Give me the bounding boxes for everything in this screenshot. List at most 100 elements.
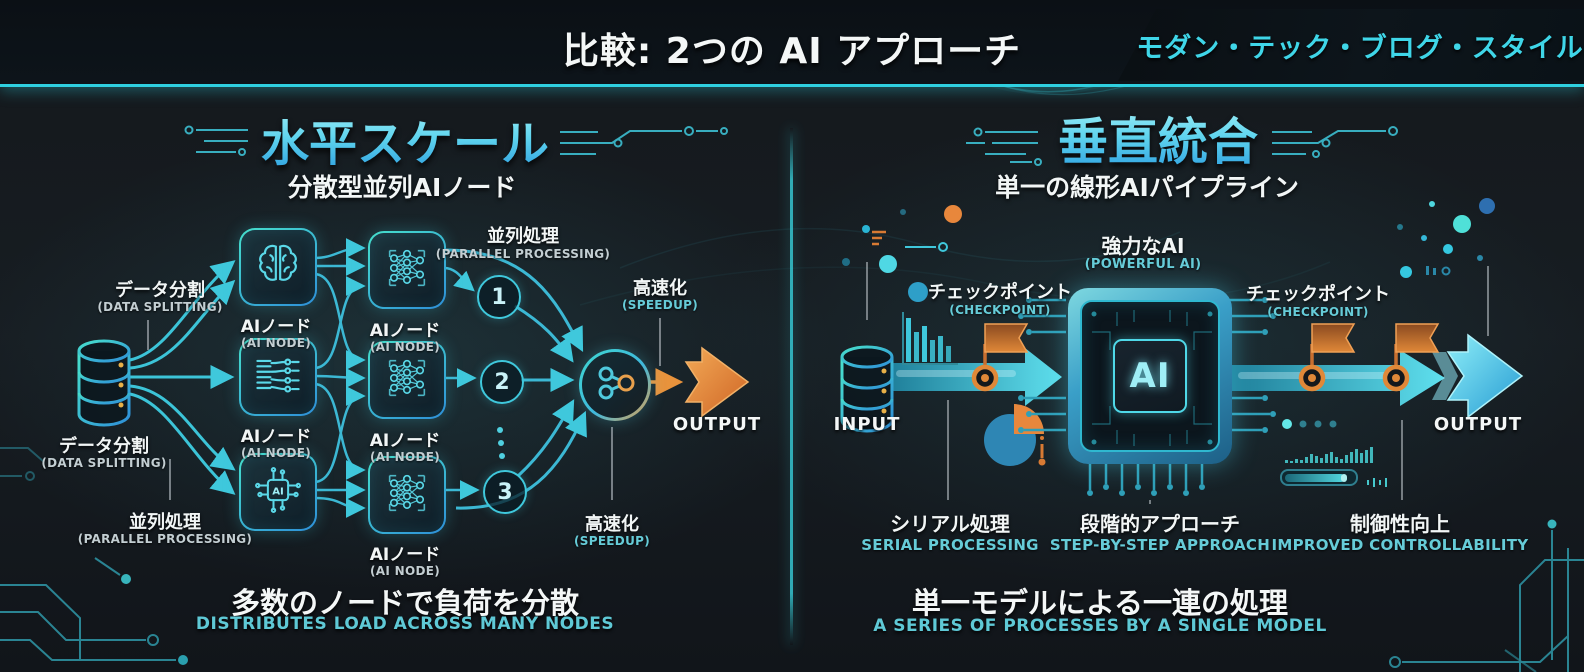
brain-icon [252,239,304,295]
ai-node-chip: AI [239,453,317,531]
checkpoint-flag-1 [971,323,1029,392]
checkpoint-label-1-jp: チェックポイント [928,282,1072,303]
chip-trace-decoration [1091,310,1213,446]
output-label-right: OUTPUT [1433,414,1523,435]
share-merge-icon [592,360,638,410]
ai-node-label-en: (AI NODE) [240,446,312,460]
left-title-decoration [184,125,728,156]
right-caption-jp: 単一モデルによる一連の処理 [911,586,1289,620]
ai-chip-text: AI [1129,356,1171,396]
center-divider [790,128,793,645]
checkpoint-flag-2 [1298,323,1356,392]
left-connector-lines [147,318,661,500]
ai-node-neural-3 [368,456,446,534]
parallel-processing-label-top-en: (PARALLEL PROCESSING) [435,247,611,261]
checkpoint-label-2-en: (CHECKPOINT) [1267,305,1369,319]
output-arrow-right [1432,333,1524,419]
step-circle-1: 1 [477,275,521,319]
data-flow-icon [252,349,304,405]
ai-node-neural-2 [368,341,446,419]
step-number: 3 [497,479,513,505]
right-section-title: 垂直統合 [1058,102,1258,174]
feature-stepbystep-en: STEP-BY-STEP APPROACH [1049,536,1271,554]
ai-node-label-jp: AIノード [240,317,312,337]
db-to-nodes-arrows [129,260,236,495]
neural-network-icon [381,242,433,298]
merge-node [579,349,651,421]
speedup-label-top-jp: 高速化 [633,278,687,299]
mini-progress-bar [1280,469,1387,487]
ai-node-label-en: (AI NODE) [240,336,312,350]
feature-stepbystep-jp: 段階的アプローチ [1080,512,1240,536]
step-number: 2 [494,369,510,395]
parallel-processing-label-top-jp: 並列処理 [487,226,559,247]
right-connector-lines [866,262,1489,504]
pie-chart-icon [984,404,1046,466]
ai-chip-inner: AI [1080,300,1220,452]
nodes-to-numbers-arrows [443,266,480,500]
speedup-label-bottom-jp: 高速化 [585,514,639,535]
ai-node-label-en: (AI NODE) [369,340,441,354]
feature-serial-en: SERIAL PROCESSING [861,536,1039,554]
ai-node-label-jp: AIノード [369,321,441,341]
database-icon-input [839,344,895,440]
bottom-left-circuit-decoration [0,447,188,665]
data-splitting-label-top-en: (DATA SPLITTING) [97,300,223,314]
node-mesh-arrows [313,238,366,518]
ai-node-label-jp: AIノード [369,545,441,565]
ai-node-neural-1 [368,231,446,309]
right-title-decoration [966,126,1398,166]
data-splitting-label-bottom-jp: データ分割 [59,436,149,457]
numbers-to-merge-arrows [443,248,587,510]
step-number: 1 [491,284,507,310]
ai-node-brain [239,228,317,306]
left-scatter-dots [842,205,962,302]
step-circle-3: 3 [483,470,527,514]
ai-node-label-jp: AIノード [240,427,312,447]
speedup-label-bottom-en: (SPEEDUP) [573,534,651,548]
feature-serial-jp: シリアル処理 [890,512,1010,536]
feature-control-jp: 制御性向上 [1350,512,1450,536]
right-caption-en: A SERIES OF PROCESSES BY A SINGLE MODEL [873,616,1327,636]
style-badge: モダン・テック・ブログ・スタイル [1118,9,1584,81]
page-title: 比較: 2つの AI アプローチ [562,31,1022,72]
powerful-ai-label-en: (POWERFUL AI) [1084,257,1202,272]
step-circle-2: 2 [480,360,524,404]
ai-node-dataflow [239,338,317,416]
right-scatter-dots [1397,198,1495,278]
checkpoint-label-1-en: (CHECKPOINT) [949,303,1051,317]
style-badge-label: モダン・テック・ブログ・スタイル [1136,32,1584,64]
parallel-processing-label-bottom-en: (PARALLEL PROCESSING) [77,532,253,546]
bottom-right-circuit-decoration [1389,519,1584,672]
checkpoint-label-2-jp: チェックポイント [1246,284,1390,305]
checkpoint-flag-3 [1382,323,1440,392]
ai-chip: AI [1068,288,1232,464]
mini-histogram [1285,447,1373,463]
speedup-label-top-en: (SPEEDUP) [621,298,699,312]
left-section-subtitle: 分散型並列AIノード [287,173,517,202]
output-label-left: OUTPUT [672,414,762,435]
ai-node-label-jp: AIノード [369,431,441,451]
database-icon-left [76,338,132,434]
feature-control-en: IMPROVED CONTROLLABILITY [1271,536,1529,554]
left-section-title: 水平スケール [261,104,549,174]
chip-pins [1018,297,1276,496]
data-splitting-label-bottom-en: (DATA SPLITTING) [41,456,167,470]
ai-node-label-en: (AI NODE) [369,564,441,578]
chip-circuit-icon: AI [251,463,305,521]
powerful-ai-label-jp: 強力なAI [1101,234,1185,258]
header-bar: 比較: 2つの AI アプローチ モダン・テック・ブログ・スタイル [0,0,1584,87]
bar-chart-icon [902,312,958,365]
svg-text:AI: AI [272,487,284,498]
parallel-processing-label-bottom-jp: 並列処理 [129,512,201,533]
data-splitting-label-top-jp: データ分割 [115,280,205,301]
left-caption-en: DISTRIBUTES LOAD ACROSS MANY NODES [195,614,615,634]
left-caption-jp: 多数のノードで負荷を分散 [230,586,580,620]
right-section-subtitle: 単一の線形AIパイプライン [995,173,1299,202]
output-arrow-left [684,346,750,418]
mini-dots-row [1282,419,1337,429]
ellipsis-dots [497,427,505,459]
ai-chip-core: AI [1113,339,1187,413]
neural-network-icon [381,352,433,408]
